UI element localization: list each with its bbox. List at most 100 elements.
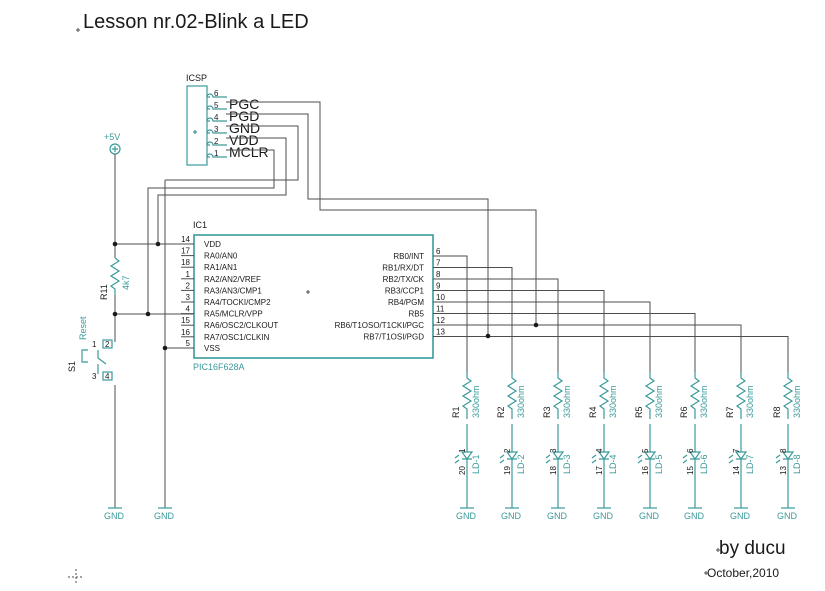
ic-left-pin-name: RA5/MCLR/VPP bbox=[204, 310, 263, 319]
schematic-title: Lesson nr.02-Blink a LED bbox=[83, 11, 309, 33]
resistor-value: 330ohm bbox=[654, 385, 664, 418]
resistor-symbol bbox=[506, 372, 518, 419]
led-anode-pin: 1 bbox=[458, 448, 467, 453]
resistor-value: 330ohm bbox=[562, 385, 572, 418]
resistor-symbol bbox=[782, 372, 794, 419]
resistor-value: 330ohm bbox=[699, 385, 709, 418]
icsp-signal-label: VDD bbox=[229, 132, 259, 148]
ic-right-pin-number: 10 bbox=[436, 293, 445, 302]
rb-net-wire bbox=[433, 290, 605, 372]
ic-left-pin-name: RA0/AN0 bbox=[204, 252, 238, 261]
ic-left-pin-number: 18 bbox=[181, 258, 190, 267]
ic-left-pin-number: 16 bbox=[181, 328, 190, 337]
ic-right-pin-number: 6 bbox=[436, 247, 441, 256]
led-cathode-pin: 19 bbox=[503, 466, 512, 475]
ic-part: PIC16F628A bbox=[193, 362, 245, 372]
author-label: by ducu bbox=[719, 538, 786, 559]
resistor-value: 330ohm bbox=[608, 385, 618, 418]
led-light-arrow bbox=[545, 454, 551, 464]
icsp-pin-stub bbox=[206, 93, 227, 98]
ic-right-pin-number: 12 bbox=[436, 316, 445, 325]
ground-label: GND bbox=[639, 511, 660, 521]
led-light-arrow bbox=[775, 454, 781, 464]
resistor-ref: R4 bbox=[588, 406, 598, 418]
rb-net-wire bbox=[433, 313, 696, 372]
supply-symbol: +5V bbox=[104, 132, 121, 155]
ground-label: GND bbox=[456, 511, 477, 521]
icsp-label: ICSP bbox=[186, 73, 207, 83]
origin-marks bbox=[68, 28, 720, 585]
led-ref: LD-3 bbox=[562, 454, 572, 474]
icsp-pin-number: 1 bbox=[214, 149, 219, 158]
led-cathode-pin: 15 bbox=[686, 466, 695, 475]
ic-left-pin-number: 4 bbox=[186, 305, 191, 314]
resistor-value: 330ohm bbox=[745, 385, 755, 418]
resistor-symbol bbox=[644, 372, 656, 419]
led-symbol bbox=[597, 424, 611, 508]
led-ref: LD-5 bbox=[654, 454, 664, 474]
ic-left-pin-number: 17 bbox=[181, 247, 190, 256]
switch-pin-4: 4 bbox=[105, 372, 110, 381]
ic-left-pin-name: RA1/AN1 bbox=[204, 263, 238, 272]
junction bbox=[533, 322, 539, 328]
switch-pin-2: 2 bbox=[105, 340, 110, 349]
ground-label: GND bbox=[777, 511, 798, 521]
ic-ref: IC1 bbox=[193, 220, 207, 230]
ground-label: GND bbox=[593, 511, 614, 521]
led-anode-pin: 2 bbox=[503, 448, 512, 453]
led-symbol bbox=[734, 424, 748, 508]
ic-left-pin-number: 1 bbox=[186, 270, 191, 279]
ground-label: GND bbox=[730, 511, 751, 521]
led-symbol bbox=[505, 424, 519, 508]
ic-right-pin-number: 13 bbox=[436, 328, 445, 337]
led-ref: LD-7 bbox=[745, 454, 755, 474]
ic-right-pin-name: RB3/CCP1 bbox=[385, 287, 425, 296]
led-light-arrow bbox=[591, 454, 597, 464]
resistor-symbol bbox=[552, 372, 564, 419]
ic-right-pin-number: 8 bbox=[436, 270, 441, 279]
ic-left-pin-number: 15 bbox=[181, 316, 190, 325]
rb-net-wire bbox=[433, 267, 513, 372]
left-wiring bbox=[112, 154, 194, 508]
led-anode-pin: 5 bbox=[641, 448, 650, 453]
led-light-arrow bbox=[728, 454, 734, 464]
resistor-symbol bbox=[689, 372, 701, 419]
icsp-pin-stub bbox=[206, 129, 227, 134]
ic-right-pin-name: RB1/RX/DT bbox=[382, 264, 424, 273]
ground-label: GND bbox=[547, 511, 568, 521]
led-ref: LD-4 bbox=[608, 454, 618, 474]
ground-label: GND bbox=[154, 511, 175, 521]
led-ref: LD-6 bbox=[699, 454, 709, 474]
ic-right-pin-name: RB6/T1OSO/T1CKI/PGC bbox=[335, 321, 425, 330]
switch-label: Reset bbox=[78, 316, 88, 340]
resistor-ref: R1 bbox=[451, 406, 461, 418]
led-light-arrow bbox=[682, 454, 688, 464]
ic-right-pin-name: RB2/TX/CK bbox=[383, 275, 425, 284]
led-light-arrow bbox=[454, 454, 460, 464]
led-cathode-pin: 20 bbox=[458, 466, 467, 475]
ic-left-pin-number: 2 bbox=[186, 281, 191, 290]
icsp-signal-label: PGC bbox=[229, 96, 259, 112]
icsp-signal-label: MCLR bbox=[229, 144, 269, 160]
resistor-value: 330ohm bbox=[516, 385, 526, 418]
resistor-ref: R8 bbox=[772, 406, 782, 418]
icsp-pin-stub bbox=[206, 141, 227, 146]
rb-net-wire bbox=[433, 336, 789, 372]
resistor-ref: R6 bbox=[679, 406, 689, 418]
ic-right-pin-number: 9 bbox=[436, 282, 441, 291]
supply-label: +5V bbox=[104, 132, 120, 142]
ic-right-pin-name: RB0/INT bbox=[393, 252, 424, 261]
resistor-symbol bbox=[461, 372, 473, 419]
ic-right-pin-number: 11 bbox=[436, 305, 445, 314]
icsp-pin-stub bbox=[206, 117, 227, 122]
ic-right-pin-name: RB7/T1OSI/PGD bbox=[364, 333, 425, 342]
icsp-pin-number: 6 bbox=[214, 89, 219, 98]
reset-switch: S1 Reset 2 4 1 3 bbox=[67, 316, 113, 381]
led-anode-pin: 3 bbox=[549, 448, 558, 453]
rb-net-wire bbox=[433, 255, 468, 372]
